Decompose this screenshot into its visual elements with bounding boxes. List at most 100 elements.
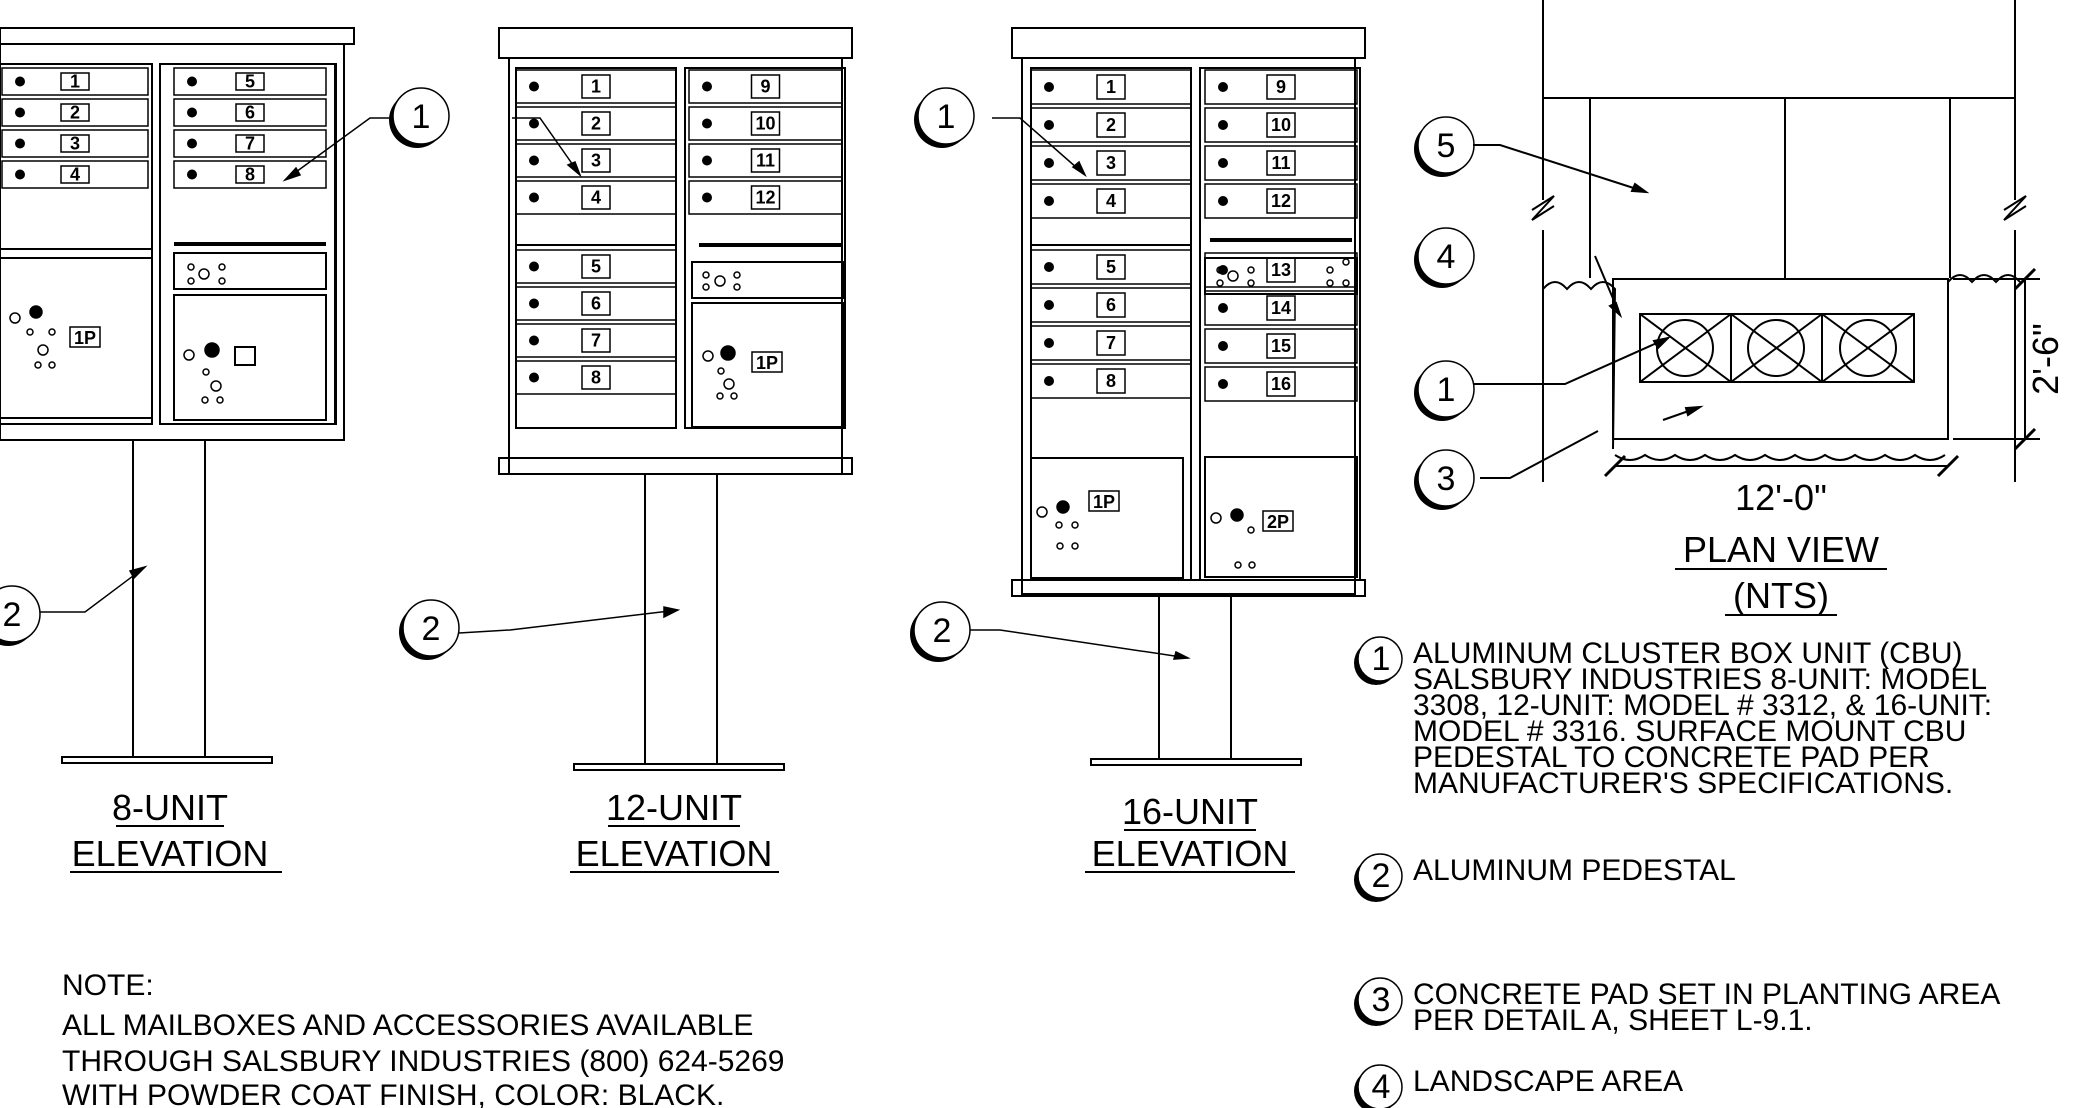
door-number: 4 [70,165,80,185]
cbu-cap [498,27,853,59]
parcel-label-8-left: 1P [74,328,96,348]
door-number: 9 [1276,77,1286,97]
parcel-locker-2 [1204,456,1358,578]
pedestal-column [644,473,718,765]
door-number: 14 [1271,298,1291,318]
door-number: 12 [755,188,775,208]
elevation-16-title-line1: 16-UNIT [1122,791,1258,832]
door-number: 8 [591,368,601,388]
mailbox-door: 1 [1030,69,1192,105]
lock-icon [187,107,197,118]
mailbox-door: 5 [1030,249,1192,285]
plan-labels: 12'-0" 2'-6" PLAN VIEW (NTS) [1675,323,2066,616]
mailbox-door: 3 [1030,145,1192,181]
cbu-body [1021,57,1356,595]
mailbox-door: 5 [173,67,327,96]
parcel-labels: 1P 1P 1P 2P [69,326,1294,532]
legend-number: 4 [1372,1068,1391,1106]
mailbox-door: 6 [173,98,327,127]
door-number: 3 [591,151,601,171]
door-number: 1 [70,72,80,92]
legend-text: ALUMINUM CLUSTER BOX UNIT (CBU) [1413,637,1963,670]
door-number: 13 [1271,260,1291,280]
lock-icon [1218,379,1228,389]
lock-icon [15,107,25,118]
lock-icon [1218,303,1228,313]
lock-icon [1044,300,1054,310]
lock-icon [187,138,197,149]
lock-icon [1044,120,1054,130]
lock-icon [702,192,712,203]
lock-icon [187,76,197,87]
elevation-8-title-line1: 8-UNIT [112,787,228,828]
legend-text: MODEL # 3316. SURFACE MOUNT CBU [1413,715,1966,748]
door-number: 7 [1106,333,1116,353]
door-number: 8 [1106,371,1116,391]
door-number: 4 [591,188,601,208]
outgoing-compartment [691,261,845,299]
callout-number: 1 [412,98,431,136]
plan-width-dimension: 12'-0" [1735,477,1827,518]
parcel-label-16-right: 2P [1267,512,1289,532]
mailbox-door: 10 [1204,107,1358,143]
parcel-label-16-left: 1P [1093,492,1115,512]
door-number: 11 [756,151,775,171]
mailbox-door: 11 [688,143,843,178]
lock-icon [1218,158,1228,168]
callout-bubble: 3 [1414,449,1475,510]
mailbox-door: 1 [1,67,149,96]
callout-bubble: 4 [1414,227,1475,288]
mailbox-door: 7 [1030,325,1192,361]
lock-icon [702,81,712,92]
lock-icon [702,118,712,129]
lock-hardware [9,258,1350,569]
mailbox-door: 4 [515,180,677,215]
elevation-16-title-line2: ELEVATION [1092,833,1289,874]
callout-number: 2 [3,596,22,634]
mailbox-door: 7 [173,129,327,158]
elevation-8-unit [0,27,355,764]
plan-view-subtitle: (NTS) [1733,575,1829,616]
door-number: 1 [1106,77,1116,97]
left-column [515,67,677,429]
landscape-edge-bottom [1614,453,1946,461]
plan-depth-dimension: 2'-6" [2025,323,2066,395]
mailbox-door: 3 [1,129,149,158]
mailbox-door: 3 [515,143,677,178]
door-number: 2 [1106,115,1116,135]
callout-bubble: 2 [399,599,460,660]
mailbox-door: 12 [1204,183,1358,219]
parcel-locker-1 [0,257,153,419]
callout-number: 5 [1437,127,1456,165]
legend-text: 3308, 12-UNIT: MODEL # 3312, & 16-UNIT: [1413,689,1992,722]
landscape-edge-right [1947,274,2021,284]
parcel-label-12-right: 1P [756,353,778,373]
lock-icon [702,155,712,166]
mailbox-door: 1 [515,69,677,104]
lock-icon [529,118,539,129]
callout-bubble: 2 [910,601,971,662]
mailbox-door: 5 [515,249,677,284]
lock-icon [1044,376,1054,386]
parcel-window [234,346,256,366]
mailbox-door: 2 [1030,107,1192,143]
plan-view [1473,0,2040,482]
callout-number: 3 [1437,460,1456,498]
cbu-cap [1011,27,1366,59]
lock-icon [529,155,539,166]
cbu-base [498,457,853,475]
mailbox-door: 8 [515,360,677,395]
door-number: 5 [245,72,255,92]
mailbox-door: 9 [1204,69,1358,105]
pedestal-column [132,439,206,758]
mailbox-door: 8 [1030,363,1192,399]
door-number: 6 [245,103,255,123]
legend-number: 3 [1372,981,1391,1019]
lock-icon [187,169,197,180]
lock-icon [1044,262,1054,272]
